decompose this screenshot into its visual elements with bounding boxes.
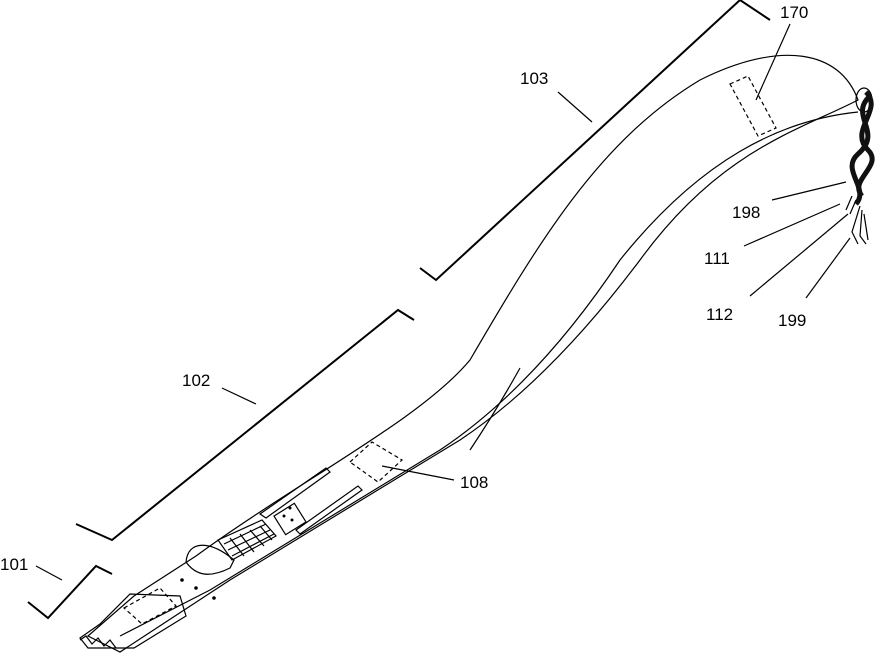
label-111: 111 <box>704 249 730 268</box>
dot-3 <box>212 596 216 600</box>
label-112: 112 <box>706 305 733 324</box>
label-170: 170 <box>780 3 808 22</box>
groove-lower <box>296 486 362 534</box>
chip-region <box>274 503 306 534</box>
bracket-103 <box>420 0 770 280</box>
bracket-102 <box>76 310 414 540</box>
leader-102 <box>222 388 256 404</box>
tip-dashed-element <box>124 588 176 624</box>
groove-upper <box>260 468 330 518</box>
dashed-element-170 <box>730 76 776 136</box>
dot-2 <box>194 586 198 590</box>
leader-108 <box>382 466 454 480</box>
label-108: 108 <box>460 473 488 492</box>
leader-112 <box>750 214 848 296</box>
tip-serrations <box>80 636 116 648</box>
dot-1 <box>180 578 184 582</box>
leader-199 <box>806 238 850 298</box>
leader-198 <box>772 182 846 200</box>
leader-101 <box>36 566 62 580</box>
device-body-outline <box>88 55 858 652</box>
wire-strand-111-112 <box>846 196 856 214</box>
leader-170 <box>756 24 790 100</box>
leader-103 <box>558 92 592 122</box>
dome-component <box>186 545 234 574</box>
label-103: 103 <box>520 69 548 88</box>
label-199: 199 <box>778 311 806 330</box>
label-102: 102 <box>182 371 210 390</box>
dashed-element-108 <box>350 442 402 482</box>
wire-strands-199 <box>852 206 868 244</box>
bracket-101 <box>28 566 112 618</box>
label-198: 198 <box>732 203 760 222</box>
inner-rail <box>470 368 520 450</box>
label-101: 101 <box>0 555 28 574</box>
